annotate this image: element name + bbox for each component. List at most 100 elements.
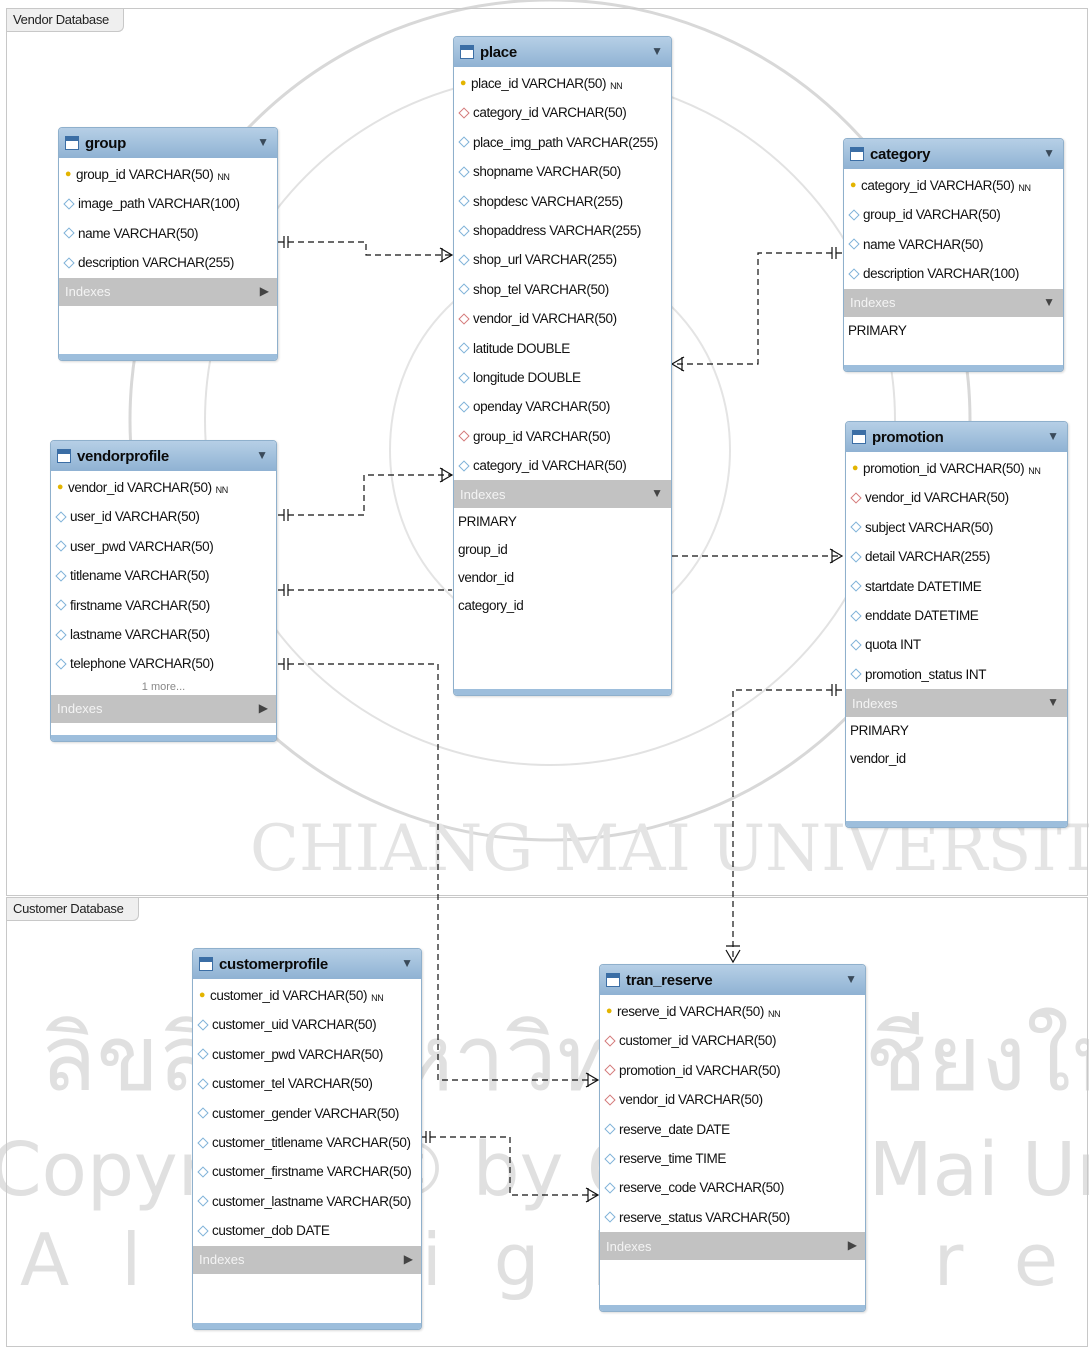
column-row[interactable]: vendor_id VARCHAR(50) xyxy=(600,1085,865,1114)
chevron-down-icon[interactable]: ▼ xyxy=(651,486,663,501)
column-row[interactable]: reserve_time TIME xyxy=(600,1144,865,1173)
column-row[interactable]: customer_lastname VARCHAR(50) xyxy=(193,1187,421,1216)
indexes-section-header[interactable]: Indexes▼ xyxy=(454,480,671,509)
column-row[interactable]: shopdesc VARCHAR(255) xyxy=(454,187,671,216)
index-item[interactable]: vendor_id xyxy=(850,751,906,767)
column-row[interactable]: ●group_id VARCHAR(50)NN xyxy=(59,160,277,189)
column-row[interactable]: shopname VARCHAR(50) xyxy=(454,157,671,186)
chevron-right-icon[interactable]: ▶ xyxy=(403,1251,413,1266)
table-header[interactable]: group▼ xyxy=(59,128,277,158)
table-header[interactable]: promotion▼ xyxy=(846,422,1067,452)
indexes-section-header[interactable]: Indexes▶ xyxy=(600,1232,865,1261)
table-header[interactable]: place▼ xyxy=(454,37,671,67)
collapse-chevron-icon[interactable]: ▼ xyxy=(1047,429,1059,443)
indexes-section-header[interactable]: Indexes▶ xyxy=(51,694,276,723)
column-row[interactable]: customer_dob DATE xyxy=(193,1216,421,1245)
column-row[interactable]: customer_tel VARCHAR(50) xyxy=(193,1069,421,1098)
chevron-down-icon[interactable]: ▼ xyxy=(1043,294,1055,309)
column-row[interactable]: ●customer_id VARCHAR(50)NN xyxy=(193,981,421,1010)
column-row[interactable]: customer_id VARCHAR(50) xyxy=(600,1026,865,1055)
column-row[interactable]: lastname VARCHAR(50) xyxy=(51,620,276,649)
column-row[interactable]: subject VARCHAR(50) xyxy=(846,513,1067,542)
column-row[interactable]: customer_gender VARCHAR(50) xyxy=(193,1099,421,1128)
column-row[interactable]: user_id VARCHAR(50) xyxy=(51,502,276,531)
table-header[interactable]: customerprofile▼ xyxy=(193,949,421,979)
column-row[interactable]: reserve_code VARCHAR(50) xyxy=(600,1173,865,1202)
column-row[interactable]: firstname VARCHAR(50) xyxy=(51,591,276,620)
column-row[interactable]: quota INT xyxy=(846,630,1067,659)
column-row[interactable]: promotion_status INT xyxy=(846,660,1067,689)
column-row[interactable]: ●category_id VARCHAR(50)NN xyxy=(844,171,1063,200)
column-row[interactable]: ●reserve_id VARCHAR(50)NN xyxy=(600,997,865,1026)
column-row[interactable]: user_pwd VARCHAR(50) xyxy=(51,532,276,561)
index-item[interactable]: category_id xyxy=(458,598,524,614)
column-row[interactable]: category_id VARCHAR(50) xyxy=(454,451,671,480)
column-row[interactable]: vendor_id VARCHAR(50) xyxy=(846,483,1067,512)
column-row[interactable]: promotion_id VARCHAR(50) xyxy=(600,1056,865,1085)
indexes-section-header[interactable]: Indexes▶ xyxy=(193,1245,421,1274)
column-row[interactable]: place_img_path VARCHAR(255) xyxy=(454,128,671,157)
column-row[interactable]: group_id VARCHAR(50) xyxy=(454,422,671,451)
column-row[interactable]: detail VARCHAR(255) xyxy=(846,542,1067,571)
column-row[interactable]: ●promotion_id VARCHAR(50)NN xyxy=(846,454,1067,483)
column-row[interactable]: shop_tel VARCHAR(50) xyxy=(454,275,671,304)
primary-key-icon: ● xyxy=(459,77,467,89)
column-row[interactable]: shop_url VARCHAR(255) xyxy=(454,245,671,274)
column-row[interactable]: ●place_id VARCHAR(50)NN xyxy=(454,69,671,98)
index-item[interactable]: vendor_id xyxy=(458,570,514,586)
chevron-down-icon[interactable]: ▼ xyxy=(1047,695,1059,710)
chevron-right-icon[interactable]: ▶ xyxy=(847,1238,857,1253)
column-row[interactable]: name VARCHAR(50) xyxy=(844,230,1063,259)
column-row[interactable]: openday VARCHAR(50) xyxy=(454,392,671,421)
column-label: telephone VARCHAR(50) xyxy=(70,656,214,672)
column-row[interactable]: reserve_status VARCHAR(50) xyxy=(600,1203,865,1232)
column-row[interactable]: group_id VARCHAR(50) xyxy=(844,200,1063,229)
indexes-section-header[interactable]: Indexes▼ xyxy=(846,689,1067,718)
chevron-right-icon[interactable]: ▶ xyxy=(259,283,269,298)
collapse-chevron-icon[interactable]: ▼ xyxy=(257,135,269,149)
column-row[interactable]: longitude DOUBLE xyxy=(454,363,671,392)
more-columns-link[interactable]: 1 more... xyxy=(141,680,186,693)
column-row[interactable]: vendor_id VARCHAR(50) xyxy=(454,304,671,333)
column-row[interactable]: image_path VARCHAR(100) xyxy=(59,189,277,218)
column-row[interactable]: customer_pwd VARCHAR(50) xyxy=(193,1040,421,1069)
index-item[interactable]: PRIMARY xyxy=(848,322,907,338)
indexes-section-header[interactable]: Indexes▼ xyxy=(844,288,1063,317)
column-row[interactable]: shopaddress VARCHAR(255) xyxy=(454,216,671,245)
collapse-chevron-icon[interactable]: ▼ xyxy=(651,44,663,58)
column-row[interactable]: customer_uid VARCHAR(50) xyxy=(193,1010,421,1039)
column-row[interactable]: category_id VARCHAR(50) xyxy=(454,98,671,127)
collapse-chevron-icon[interactable]: ▼ xyxy=(1043,146,1055,160)
column-row[interactable]: customer_titlename VARCHAR(50) xyxy=(193,1128,421,1157)
table-header[interactable]: vendorprofile▼ xyxy=(51,441,276,471)
indexes-section-header[interactable]: Indexes▶ xyxy=(59,277,277,306)
column-row[interactable]: description VARCHAR(100) xyxy=(844,259,1063,288)
collapse-chevron-icon[interactable]: ▼ xyxy=(401,956,413,970)
index-item[interactable]: PRIMARY xyxy=(458,514,517,530)
column-row[interactable]: latitude DOUBLE xyxy=(454,334,671,363)
column-row[interactable]: reserve_date DATE xyxy=(600,1115,865,1144)
chevron-right-icon[interactable]: ▶ xyxy=(258,700,268,715)
column-row[interactable]: description VARCHAR(255) xyxy=(59,248,277,277)
collapse-chevron-icon[interactable]: ▼ xyxy=(256,448,268,462)
column-row[interactable]: titlename VARCHAR(50) xyxy=(51,561,276,590)
collapse-chevron-icon[interactable]: ▼ xyxy=(845,972,857,986)
column-row[interactable]: ●vendor_id VARCHAR(50)NN xyxy=(51,473,276,502)
column-row[interactable]: customer_firstname VARCHAR(50) xyxy=(193,1157,421,1186)
table-header[interactable]: category▼ xyxy=(844,139,1063,169)
column-row[interactable]: startdate DATETIME xyxy=(846,572,1067,601)
table-customerprofile[interactable]: customerprofile▼●customer_id VARCHAR(50)… xyxy=(192,948,422,1330)
table-footer xyxy=(846,821,1067,827)
column-row[interactable]: telephone VARCHAR(50) xyxy=(51,649,276,678)
index-item[interactable]: group_id xyxy=(458,542,508,558)
column-row[interactable]: name VARCHAR(50) xyxy=(59,219,277,248)
table-header[interactable]: tran_reserve▼ xyxy=(600,965,865,995)
column-row[interactable]: enddate DATETIME xyxy=(846,601,1067,630)
index-item[interactable]: PRIMARY xyxy=(850,723,909,739)
